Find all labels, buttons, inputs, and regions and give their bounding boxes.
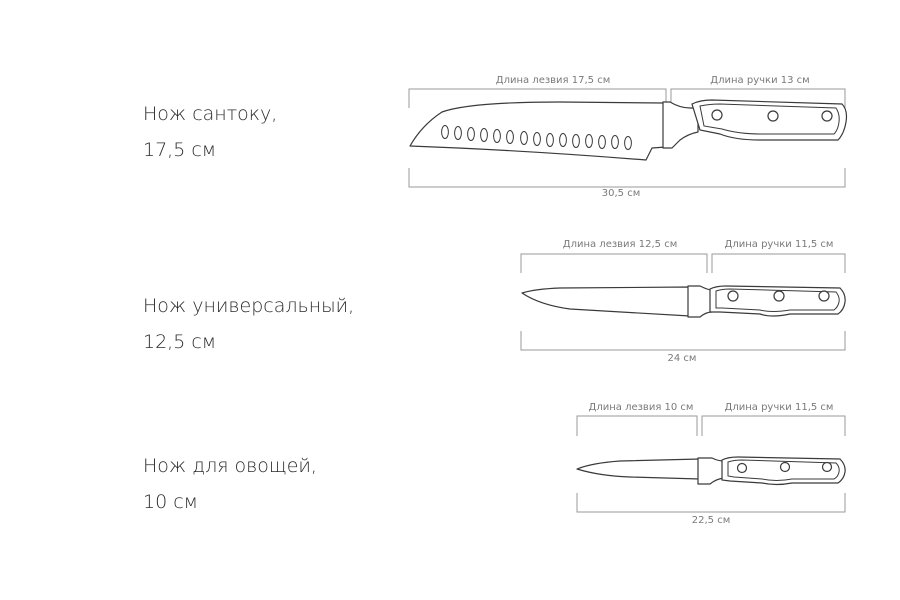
knife-size-line: 10 см: [143, 491, 198, 513]
utility-handle-inset: [715, 288, 840, 312]
handle-dimension-bracket: [670, 88, 846, 108]
knife-size-line: 17,5 см: [143, 139, 217, 161]
blade-length-label-paring: Длина лезвия 10 см: [588, 402, 694, 413]
paring-rivet: [821, 461, 833, 473]
utility-rivet: [773, 290, 785, 302]
handle-dimension-bracket: [701, 415, 846, 436]
knife-title-paring: Нож для овощей, 10 см: [143, 448, 317, 520]
knife-title-santoku: Нож сантоку, 17,5 см: [143, 96, 277, 168]
blade-length-label-utility: Длина лезвия 12,5 см: [562, 239, 678, 250]
paring-rivet: [736, 462, 748, 474]
paring-bolster: [697, 457, 725, 485]
santoku-handle-inset: [699, 103, 840, 135]
santoku-rivet: [767, 110, 779, 122]
santoku-rivet: [711, 109, 723, 121]
santoku-dimples: [441, 125, 632, 150]
utility-rivet: [818, 290, 830, 302]
blade-dimension-bracket: [520, 253, 708, 273]
utility-bolster: [687, 285, 713, 318]
handle-length-label-paring: Длина ручки 11,5 см: [724, 402, 834, 413]
handle-length-label-utility: Длина ручки 11,5 см: [724, 239, 834, 250]
santoku-rivet: [821, 110, 833, 122]
total-length-label-santoku: 30,5 см: [601, 188, 641, 199]
total-length-label-utility: 24 см: [667, 353, 697, 364]
knife-name-line: Нож для овощей,: [143, 455, 317, 477]
paring-blade: [576, 458, 701, 480]
handle-length-label-santoku: Длина ручки 13 см: [710, 75, 810, 86]
paring-knife-icon: [576, 415, 846, 513]
paring-rivet: [779, 461, 791, 473]
utility-knife-icon: [520, 253, 846, 351]
total-length-label-paring: 22,5 см: [691, 515, 731, 526]
blade-dimension-bracket: [408, 88, 667, 108]
handle-dimension-bracket: [711, 253, 846, 273]
blade-dimension-bracket: [576, 415, 698, 436]
knife-name-line: Нож универсальный,: [143, 295, 355, 317]
santoku-knife-icon: [408, 88, 848, 188]
knife-name-line: Нож сантоку,: [143, 103, 278, 125]
santoku-bolster: [662, 101, 699, 149]
utility-rivet: [727, 290, 739, 302]
paring-handle-inset: [727, 459, 840, 481]
knife-title-utility: Нож универсальный, 12,5 см: [143, 288, 354, 360]
total-dimension-bracket: [576, 493, 846, 513]
blade-length-label-santoku: Длина лезвия 17,5 см: [495, 75, 611, 86]
knife-size-line: 12,5 см: [143, 331, 217, 353]
total-dimension-bracket: [408, 168, 846, 188]
total-dimension-bracket: [520, 331, 846, 351]
utility-blade: [521, 286, 691, 317]
